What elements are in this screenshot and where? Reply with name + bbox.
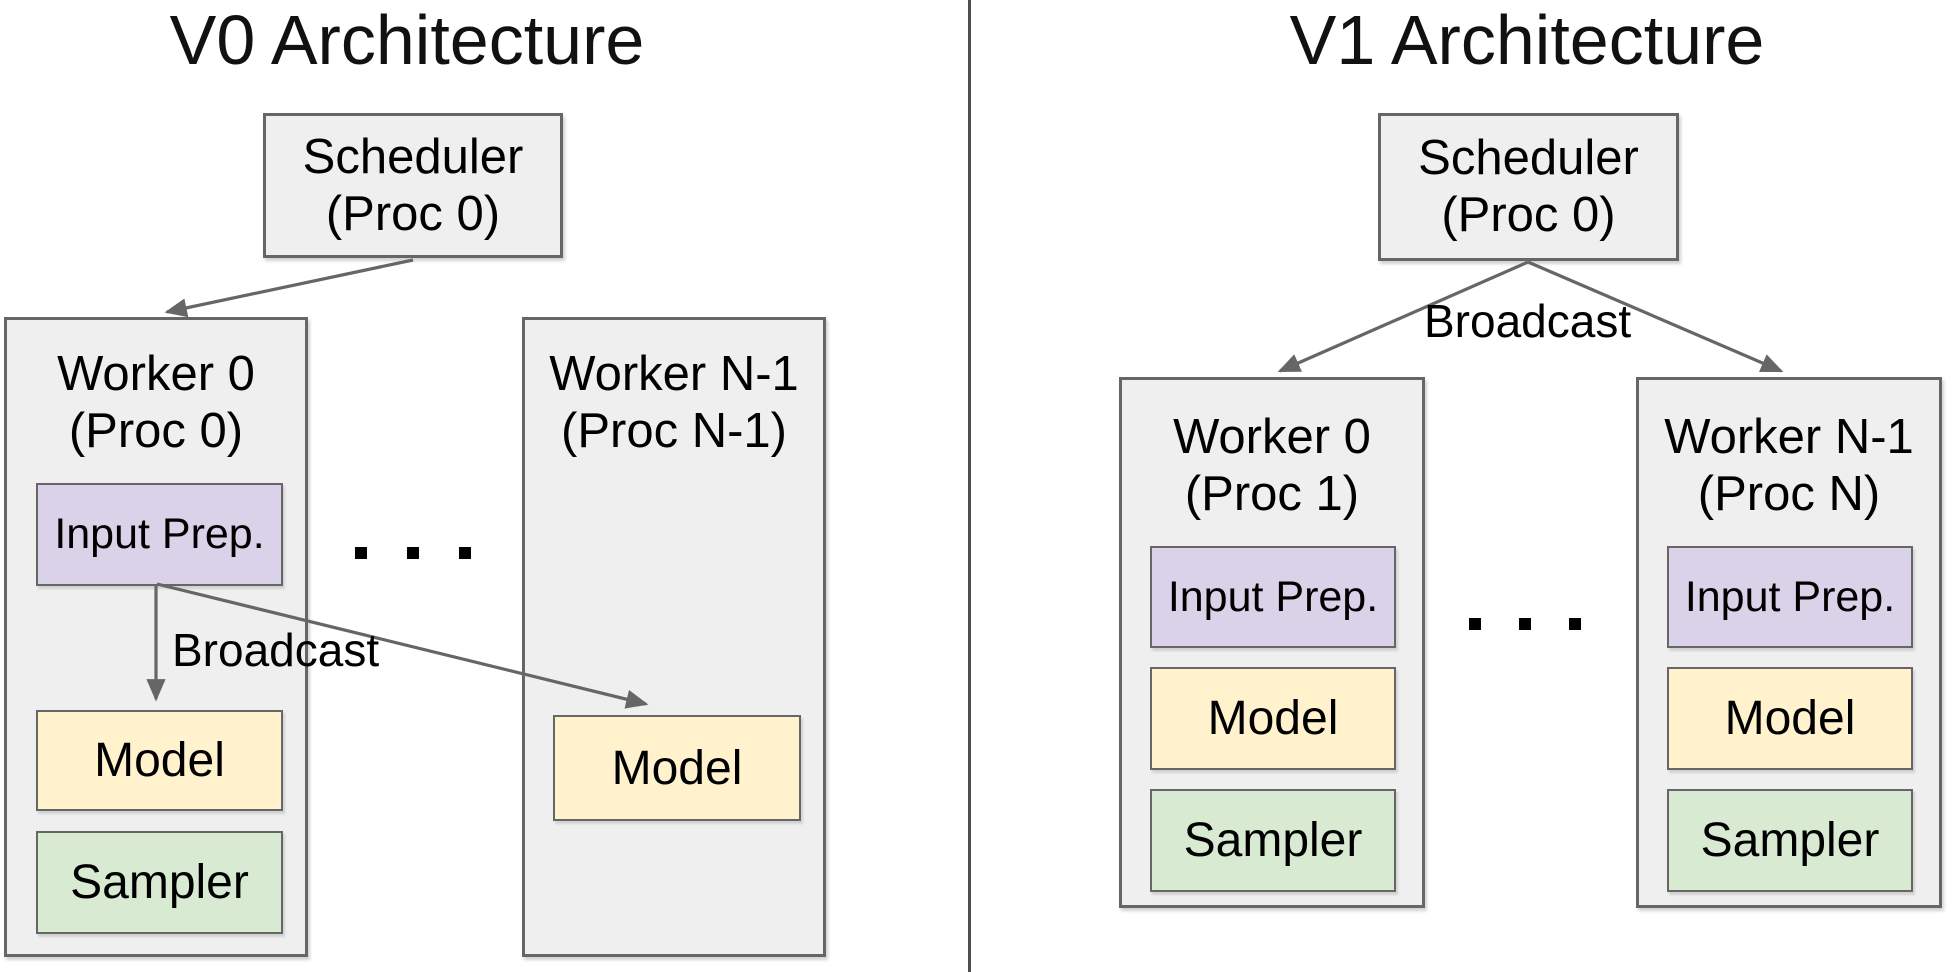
v0-worker-0-proc: (Proc 0): [68, 403, 244, 458]
v1-worker-n1-title: Worker N-1 (Proc N): [1639, 380, 1939, 523]
v0-broadcast-label: Broadcast: [172, 624, 380, 676]
v0-worker-0-sampler-box: Sampler: [36, 831, 283, 934]
v0-scheduler-box: Scheduler (Proc 0): [263, 113, 563, 258]
v1-title: V1 Architecture: [1289, 1, 1765, 79]
v0-worker-0-name: Worker 0: [57, 347, 255, 401]
v1-worker-0-title: Worker 0 (Proc 1): [1122, 380, 1422, 523]
v0-worker-n1-title: Worker N-1 (Proc N-1): [525, 320, 823, 460]
v0-worker-n1-name: Worker N-1: [549, 347, 799, 401]
v1-scheduler-box: Scheduler (Proc 0): [1378, 113, 1679, 261]
v1-worker-0-model-box: Model: [1150, 667, 1396, 770]
dot: [355, 547, 367, 559]
v0-scheduler-name: Scheduler: [302, 129, 524, 184]
dot: [1469, 618, 1481, 630]
dot: [459, 547, 471, 559]
v0-worker-n1-proc: (Proc N-1): [561, 403, 787, 458]
v1-worker-n1-box: Worker N-1 (Proc N) Input Prep. Model Sa…: [1636, 377, 1942, 908]
v1-broadcast-label: Broadcast: [1424, 295, 1632, 347]
v0-scheduler-proc: (Proc 0): [325, 186, 501, 241]
v0-worker-0-input-prep-box: Input Prep.: [36, 483, 283, 586]
v1-worker-n1-proc: (Proc N): [1697, 466, 1881, 521]
v0-worker-0-model-box: Model: [36, 710, 283, 811]
v0-title: V0 Architecture: [169, 1, 645, 79]
v0-worker-0-title: Worker 0 (Proc 0): [7, 320, 305, 460]
v1-scheduler-proc: (Proc 0): [1441, 188, 1616, 242]
v1-worker-0-input-prep-box: Input Prep.: [1150, 546, 1396, 648]
v1-worker-n1-model-box: Model: [1667, 667, 1913, 770]
v1-worker-0-proc: (Proc 1): [1184, 466, 1360, 521]
v0-scheduler-to-worker0-arrow: [164, 258, 414, 318]
v0-worker-n1-model-box: Model: [553, 715, 801, 821]
v1-worker-0-sampler-box: Sampler: [1150, 789, 1396, 892]
v1-worker-n1-name: Worker N-1: [1664, 410, 1914, 464]
dot: [1519, 618, 1531, 630]
v0-ellipsis-dots: ...: [355, 547, 471, 559]
v0-worker-n1-box: Worker N-1 (Proc N-1) Model: [522, 317, 826, 957]
v1-worker-n1-sampler-box: Sampler: [1667, 789, 1913, 892]
dot: [1569, 618, 1581, 630]
panel-divider-line: [968, 0, 971, 972]
v1-worker-0-box: Worker 0 (Proc 1) Input Prep. Model Samp…: [1119, 377, 1425, 908]
v1-ellipsis-dots: ...: [1469, 618, 1581, 630]
v1-worker-0-name: Worker 0: [1173, 410, 1371, 464]
v1-scheduler-name: Scheduler: [1418, 131, 1639, 186]
v1-worker-n1-input-prep-box: Input Prep.: [1667, 546, 1913, 648]
dot: [407, 547, 419, 559]
